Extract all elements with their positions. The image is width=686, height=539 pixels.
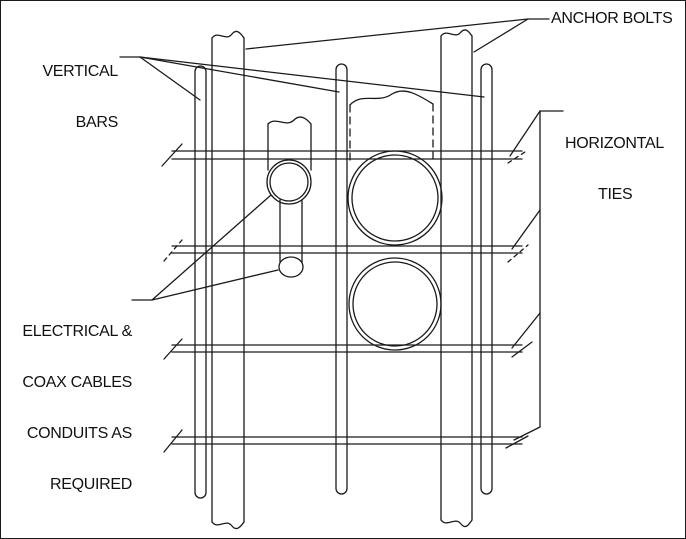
anchor-bolt-left — [211, 30, 245, 530]
leader-vertical-bars — [119, 56, 485, 101]
label-horizontal-ties-line-2: TIES — [598, 186, 633, 203]
leader-horizontal-ties — [509, 110, 564, 441]
label-conduits-line-1: ELECTRICAL & — [22, 323, 132, 340]
small-conduit — [266, 116, 312, 278]
label-conduits-line-3: CONDUITS AS — [26, 425, 132, 442]
label-vertical-bars-line-1: VERTICAL — [42, 63, 118, 80]
horizontal-tie-4 — [163, 429, 529, 453]
large-conduit — [347, 90, 443, 351]
label-horizontal-ties-line-1: HORIZONTAL — [565, 135, 664, 152]
label-conduits-line-2: COAX CABLES — [22, 374, 132, 391]
anchor-bolt-right — [440, 29, 473, 528]
label-vertical-bars-line-2: BARS — [75, 114, 119, 131]
label-horizontal-ties: HORIZONTAL TIES — [565, 101, 664, 237]
label-conduits: ELECTRICAL & COAX CABLES CONDUITS AS REQ… — [14, 289, 132, 527]
label-vertical-bars: VERTICAL BARS — [22, 29, 118, 165]
leader-conduits — [131, 194, 279, 301]
leader-anchor-bolts — [245, 18, 550, 53]
label-anchor-bolts: ANCHOR BOLTS — [551, 10, 673, 27]
vertical-bar-3 — [480, 63, 493, 495]
label-conduits-line-4: REQUIRED — [49, 476, 132, 493]
horizontal-tie-2 — [163, 239, 529, 263]
horizontal-tie-1 — [161, 143, 529, 167]
horizontal-tie-3 — [163, 338, 533, 360]
vertical-bar-2 — [335, 63, 348, 495]
vertical-bar-1 — [194, 65, 207, 499]
